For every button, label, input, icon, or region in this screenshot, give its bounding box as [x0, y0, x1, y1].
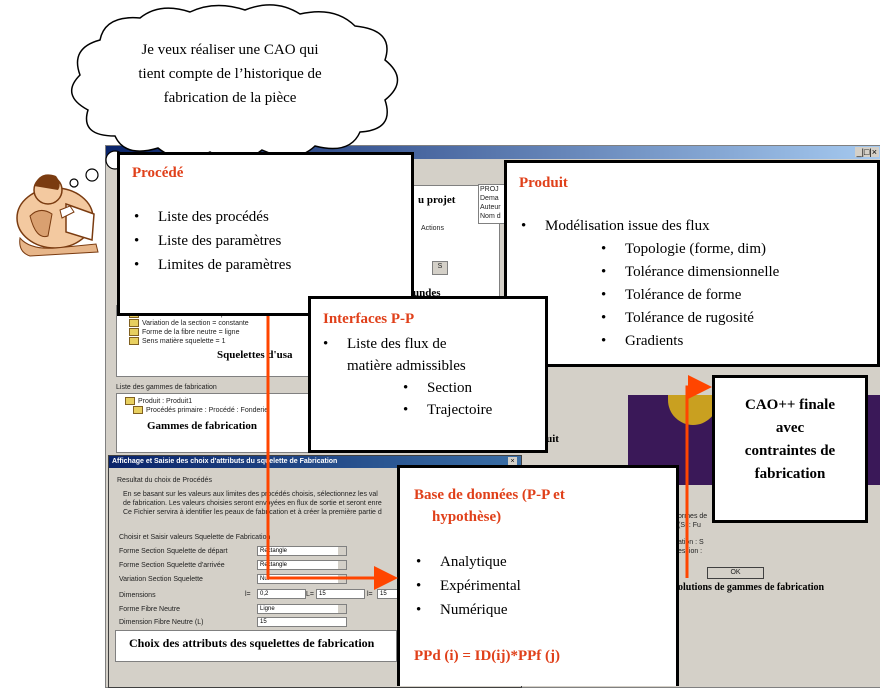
procede-box: Procédé Liste des procédés Liste des par… [117, 152, 414, 316]
base-list: Analytique Expérimental Numérique [416, 550, 521, 622]
thought-cloud [71, 4, 399, 161]
person-icon [16, 174, 99, 257]
field-label: Forme Section Squelette de départ [119, 548, 228, 555]
produit-list: Modélisation issue des flux Topologie (f… [521, 215, 779, 353]
cloud-line: Je veux réaliser une CAO qui [141, 42, 319, 58]
projet-fragment: u projet [418, 194, 456, 206]
tree-item-produit[interactable]: Produit : Produit1 [125, 397, 268, 406]
base-title-line: hypothèse) [432, 509, 502, 525]
folder-icon [129, 319, 139, 328]
list-item: Expérimental [416, 574, 521, 598]
s-button[interactable]: S [432, 261, 448, 275]
projet-box-title: PROJ [480, 186, 499, 193]
close-icon[interactable]: × [508, 457, 517, 466]
skeleton-item: Sens matière squelette = 1 [129, 337, 249, 346]
list-item: Limites de paramètres [134, 253, 291, 277]
projet-info-box: PROJ Dema Auteur Nom d [478, 184, 507, 224]
cao-box: CAO++ finale avec contraintes de fabrica… [712, 375, 868, 523]
cao-line: fabrication [754, 466, 826, 482]
folder-icon [125, 397, 135, 406]
gammes-title: Gammes de fabrication [147, 420, 257, 432]
skeleton-item: Variation de la section = constante [129, 319, 249, 328]
projet-line: Dema [480, 195, 499, 202]
dialog-text: En se basant sur les valeurs aux limites… [123, 490, 382, 517]
gammes-list-label: Liste des gammes de fabrication [116, 384, 217, 391]
procede-list: Liste des procédés Liste des paramètres … [134, 205, 291, 277]
ok-button[interactable]: OK [707, 567, 764, 579]
dim-label: l= [245, 591, 251, 598]
dialog-footer-title: Choix des attributs des squelettes de fa… [129, 636, 375, 650]
cao-line: contraintes de [744, 443, 836, 459]
projet-line: Nom d [480, 213, 501, 220]
produit-box: Produit Modélisation issue des flux Topo… [504, 160, 880, 367]
cloud-text: Je veux réaliser une CAO qui tient compt… [95, 38, 365, 110]
list-item: Tolérance de forme [601, 284, 779, 307]
list-item: Topologie (forme, dim) [601, 238, 779, 261]
list-item: Analytique [416, 550, 521, 574]
chevron-down-icon[interactable] [338, 605, 346, 613]
interfaces-title: Interfaces P-P [323, 311, 415, 327]
cao-line: CAO++ finale [744, 397, 835, 413]
interfaces-list: Liste des flux de matière admissibles Se… [323, 333, 492, 421]
dialog-section-1: Resultat du choix de Procédés [117, 477, 212, 484]
folder-icon [129, 337, 139, 346]
base-title-line: Base de données (P-P et [414, 487, 565, 503]
base-formula: PPd (i) = ID(ij)*PPf (j) [414, 648, 561, 664]
list-item: Tolérance de rugosité [601, 307, 779, 330]
list-item: Gradients [601, 330, 779, 353]
dimension-L-input[interactable]: 15 [316, 589, 365, 599]
dialog-text-line: Ce Fichier servira à identifier les peau… [123, 509, 382, 516]
dimension-l-input[interactable]: 0,2 [257, 589, 306, 599]
dialog-text-line: En se basant sur les valeurs aux limites… [123, 491, 378, 498]
thought-dot [85, 168, 99, 182]
tree-item-procedes[interactable]: Procédés primaire : Procédé : Fonderie [125, 406, 268, 415]
cao-line: avec [775, 420, 805, 436]
dialog-text-line: de fabrication. Les valeurs choisies ser… [123, 500, 382, 507]
actions-label: Actions [421, 225, 444, 232]
list-item: Section [403, 377, 492, 399]
dim-label: l= [367, 591, 373, 598]
thought-dot [69, 178, 79, 188]
interfaces-box: Interfaces P-P Liste des flux de matière… [308, 296, 548, 453]
produit-title: Produit [519, 175, 568, 191]
list-item: Trajectoire [403, 399, 492, 421]
list-item: Liste des procédés [134, 205, 291, 229]
footer-panel [115, 630, 397, 662]
forme-fibre-select[interactable]: Ligne [257, 604, 347, 614]
cao-text: CAO++ finale avec contraintes de fabrica… [715, 394, 865, 486]
projet-line: Auteur [480, 204, 501, 211]
folder-icon [129, 328, 139, 337]
solutions-fragment: olutions de gammes de fabrication [678, 582, 825, 593]
dim-label: L= [306, 591, 314, 598]
cloud-line: fabrication de la pièce [163, 90, 297, 106]
field-label: Dimension Fibre Neutre (L) [119, 619, 204, 626]
window-buttons[interactable]: _|□|× [854, 147, 879, 157]
list-item: Numérique [416, 598, 521, 622]
folder-icon [133, 406, 143, 415]
field-label: Forme Fibre Neutre [119, 606, 181, 613]
list-item: Liste des paramètres [134, 229, 291, 253]
field-label: Forme Section Squelette d'arrivée [119, 562, 225, 569]
dialog-section-2: Choisir et Saisir valeurs Squelette de F… [119, 534, 271, 541]
field-label: Variation Section Squelette [119, 576, 203, 583]
base-title: Base de données (P-P et hypothèse) [414, 484, 565, 528]
list-item-continuation: matière admissibles [347, 358, 466, 374]
cloud-line: tient compte de l’historique de [138, 66, 322, 82]
list-item: Tolérance dimensionnelle [601, 261, 779, 284]
list-item: Modélisation issue des flux [521, 215, 779, 238]
skeleton-item: Forme de la fibre neutre = ligne [129, 328, 249, 337]
dimension-fibre-input[interactable]: 15 [257, 617, 347, 627]
field-label: Dimensions [119, 592, 156, 599]
procede-title: Procédé [132, 165, 184, 181]
list-item: Liste des flux de [323, 333, 492, 355]
base-box: Base de données (P-P et hypothèse) Analy… [397, 465, 679, 686]
